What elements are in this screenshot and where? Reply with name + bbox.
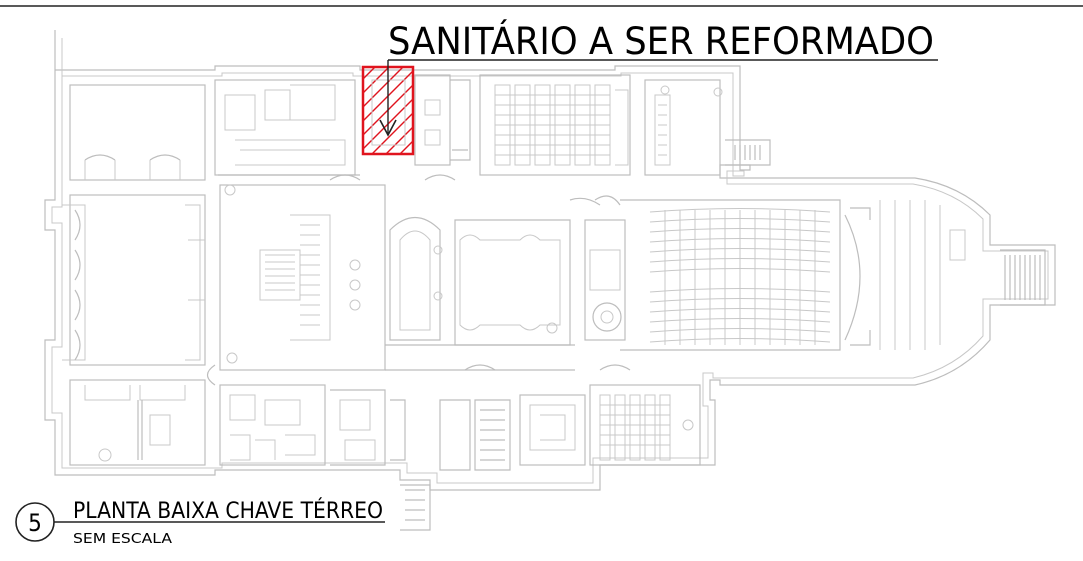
auditorium-seats	[649, 208, 831, 345]
drawing-title: PLANTA BAIXA CHAVE TÉRREO	[73, 498, 383, 524]
top-lecture-seats	[494, 84, 611, 166]
drawing-scale: SEM ESCALA	[73, 532, 172, 547]
callout-leader	[379, 59, 938, 137]
bottom-classroom-seats	[599, 394, 671, 461]
drawing-number: 5	[28, 509, 42, 537]
drawing-title-block: 5 PLANTA BAIXA CHAVE TÉRREO SEM ESCALA	[15, 498, 385, 547]
callout-title: SANITÁRIO A SER REFORMADO	[388, 19, 934, 63]
building-outline	[44, 30, 1056, 531]
